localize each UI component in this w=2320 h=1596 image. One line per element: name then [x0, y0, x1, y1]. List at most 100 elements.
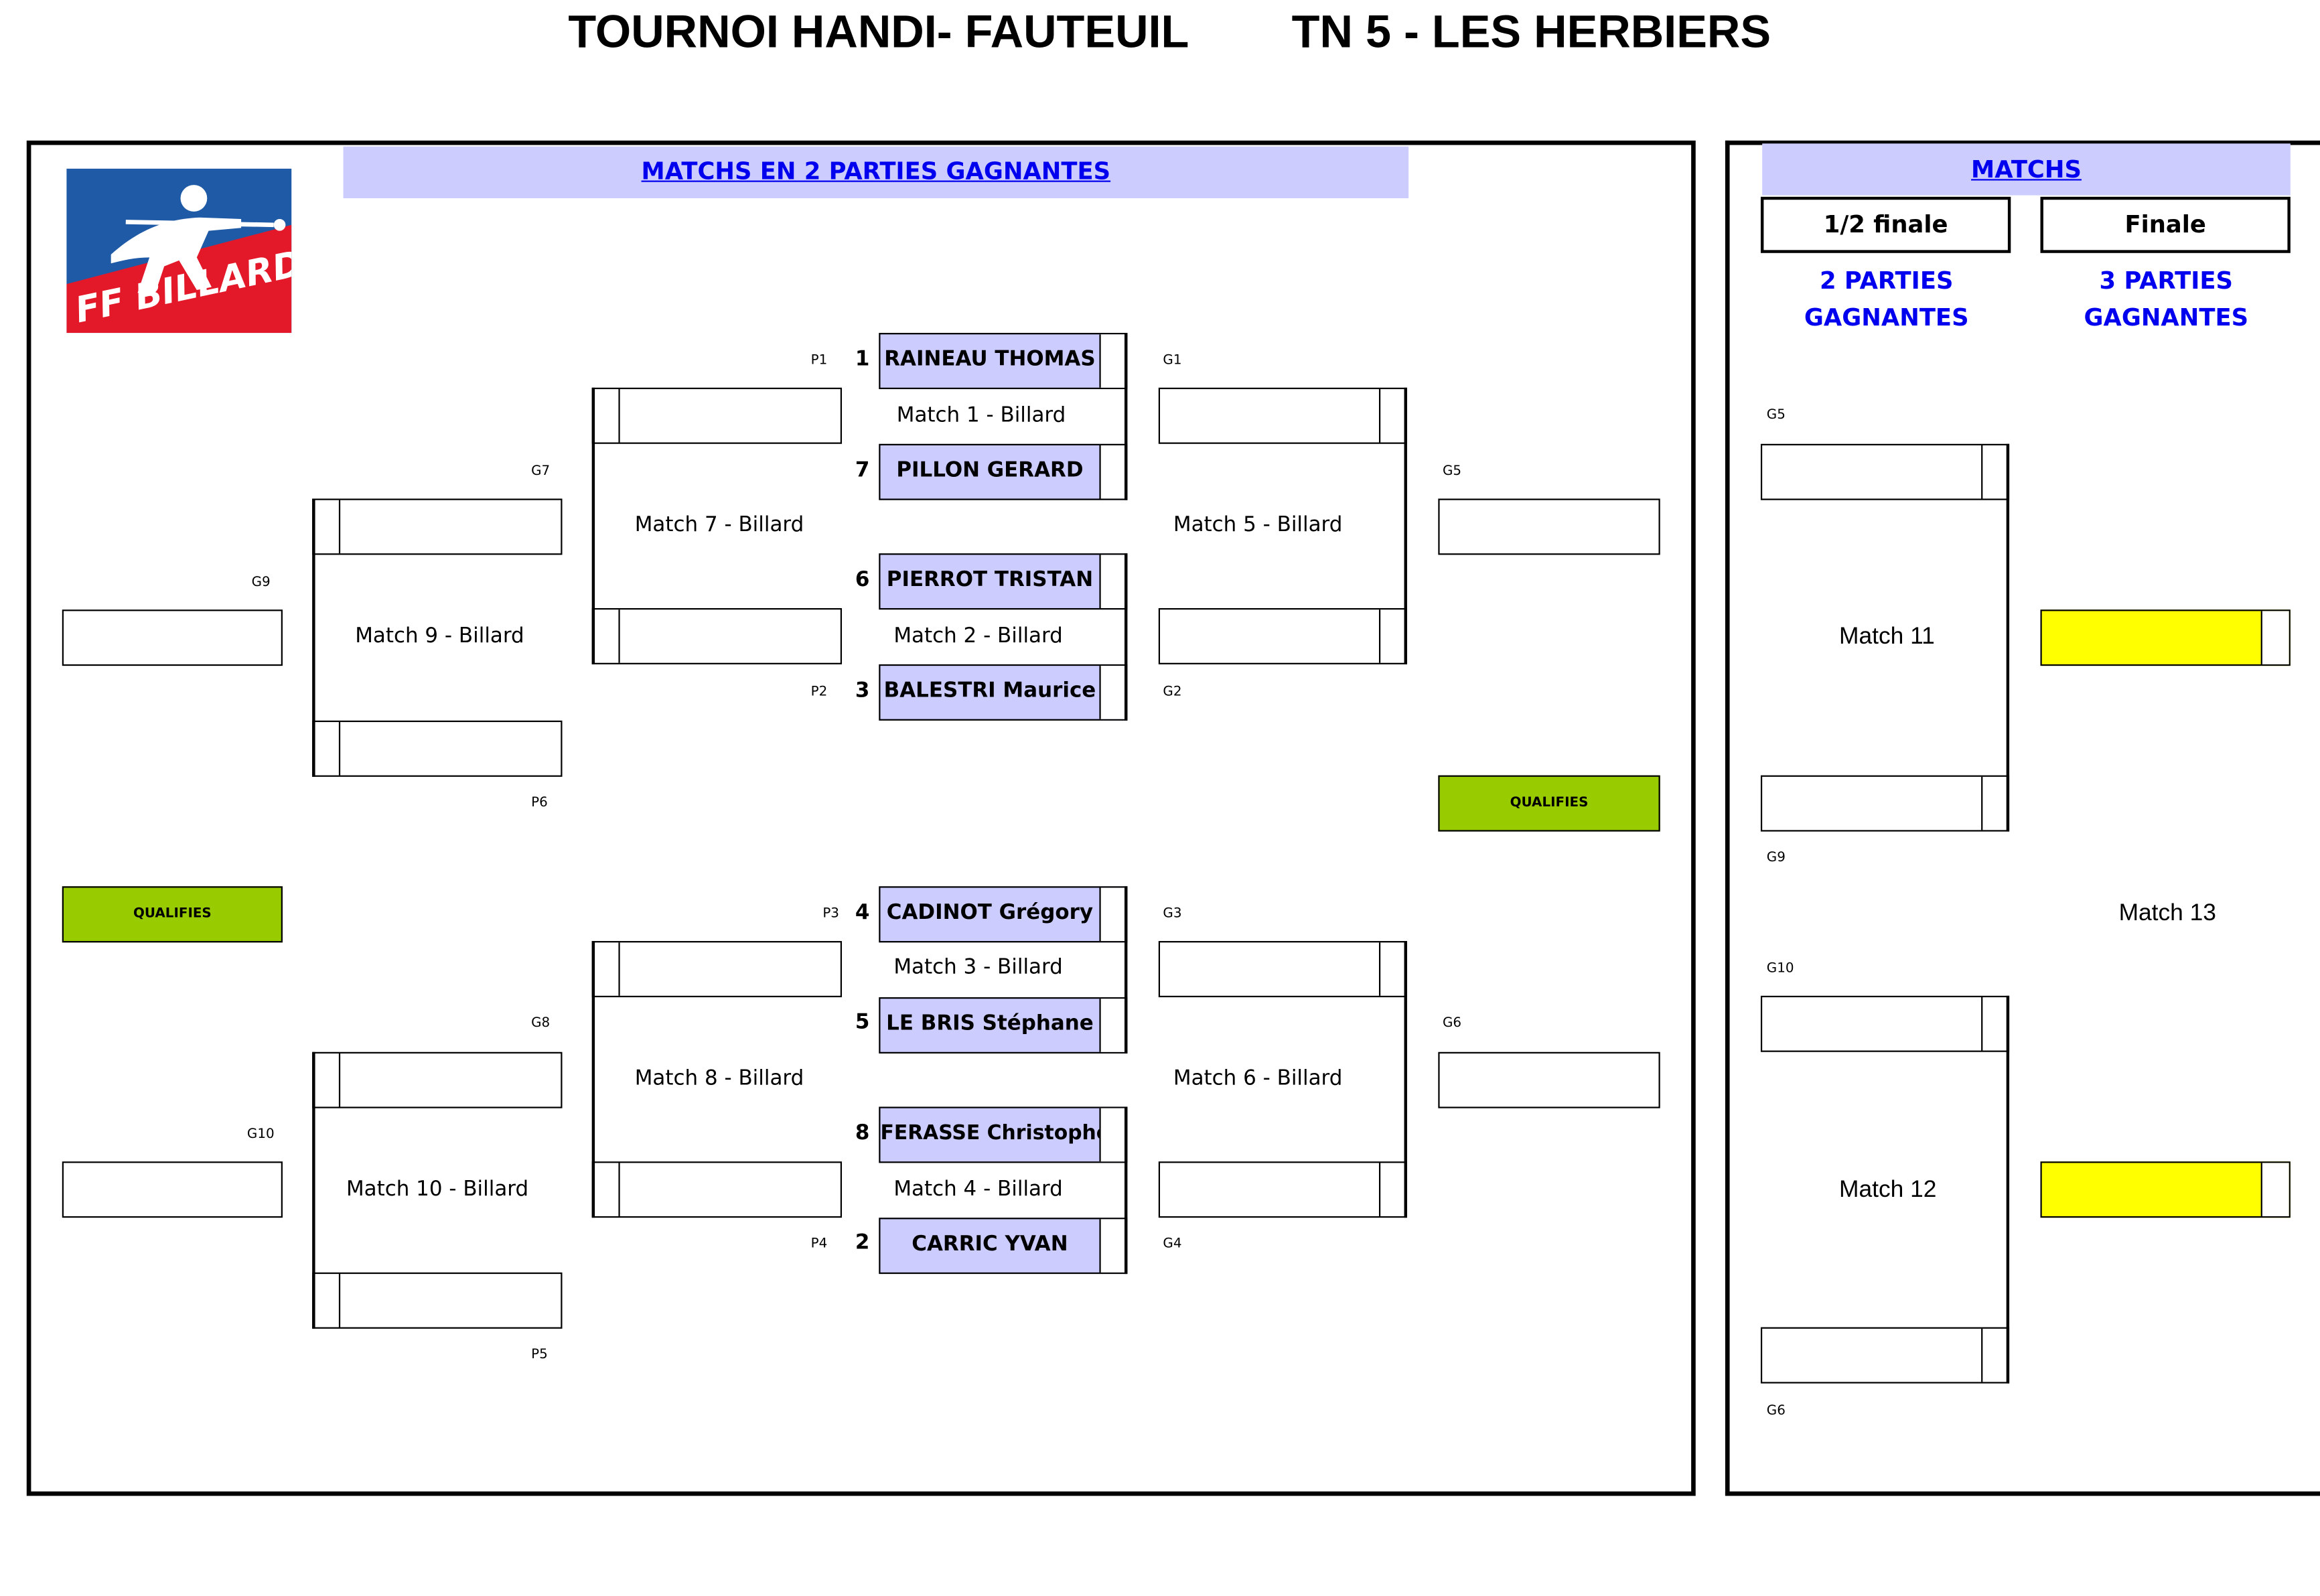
bracket-line [2006, 995, 2010, 1384]
match-8-label: Match 8 - Billard [634, 1066, 804, 1091]
match-3-label: Match 3 - Billard [893, 956, 1063, 980]
match-5-label: Match 5 - Billard [1173, 513, 1343, 537]
score-cell[interactable] [1981, 1328, 2008, 1382]
match-8-slot-b[interactable] [591, 1161, 843, 1218]
score-cell[interactable] [2260, 1163, 2289, 1216]
match-8-slot-a[interactable] [591, 941, 843, 998]
score-cell[interactable] [1099, 445, 1127, 499]
match-12-slot-a[interactable] [1760, 995, 2010, 1052]
score-cell[interactable] [2260, 611, 2289, 664]
match-5-slot-b[interactable] [1158, 607, 1407, 664]
player-name: LE BRIS Stéphane [886, 1012, 1094, 1036]
score-cell[interactable] [1099, 555, 1127, 608]
semi-rule: 2 PARTIES GAGNANTES [1775, 262, 1997, 336]
bracket-line [591, 387, 595, 664]
ffbillard-logo: FF BILLARD [66, 168, 306, 334]
match-9-slot-a[interactable] [312, 498, 563, 555]
score-cell[interactable] [1099, 887, 1127, 942]
score-cell[interactable] [1099, 334, 1127, 388]
score-cell[interactable] [1099, 666, 1127, 719]
tag-g8: G8 [531, 1016, 551, 1031]
player-name: RAINEAU THOMAS [884, 348, 1096, 372]
tag-g9: G9 [251, 575, 271, 591]
match-10-label: Match 10 - Billard [346, 1177, 529, 1202]
winner-g9-slot[interactable] [62, 609, 283, 666]
score-cell[interactable] [1378, 389, 1406, 443]
match-4-label: Match 4 - Billard [893, 1177, 1063, 1202]
final-rule: 3 PARTIES GAGNANTES [2055, 262, 2277, 336]
match-10-slot-a[interactable] [312, 1051, 563, 1108]
match-13-label: Match 13 [2118, 901, 2216, 926]
player-name: BALESTRI Maurice [883, 679, 1096, 703]
player-balestri-maurice[interactable]: BALESTRI Maurice [879, 664, 1128, 721]
match-10-slot-b[interactable] [312, 1272, 563, 1329]
score-cell[interactable] [593, 389, 620, 443]
semi-final-tab: 1/2 finale [1760, 196, 2011, 253]
match-5-slot-a[interactable] [1158, 387, 1407, 444]
score-cell[interactable] [1099, 1108, 1127, 1162]
match-1-label: Match 1 - Billard [896, 404, 1066, 428]
seed-4: 4 [855, 901, 870, 925]
score-cell[interactable] [593, 942, 620, 996]
tag-g7: G7 [531, 464, 551, 480]
match-11-slot-b[interactable] [1760, 775, 2010, 832]
seed-2: 2 [855, 1231, 870, 1255]
player-name: PIERROT TRISTAN [886, 568, 1094, 592]
match-9-slot-b[interactable] [312, 720, 563, 777]
bracket-line [1124, 886, 1128, 1054]
match-12-slot-b[interactable] [1760, 1327, 2010, 1384]
match-6-label: Match 6 - Billard [1173, 1066, 1343, 1091]
score-cell[interactable] [1378, 1163, 1406, 1216]
winner-g6-slot[interactable] [1438, 1051, 1660, 1108]
bracket-line [1124, 553, 1128, 721]
score-cell[interactable] [1981, 776, 2008, 830]
score-cell[interactable] [313, 1274, 341, 1327]
final-slot-a[interactable] [2040, 609, 2291, 666]
final-rule-line2: GAGNANTES [2084, 303, 2249, 332]
tournament-title: TOURNOI HANDI- FAUTEUIL [568, 5, 1189, 58]
match-11-slot-a[interactable] [1760, 443, 2010, 500]
bracket-line [1404, 387, 1407, 664]
player-pierrot-tristan[interactable]: PIERROT TRISTAN [879, 553, 1128, 610]
match-7-slot-a[interactable] [591, 387, 843, 444]
match-7-slot-b[interactable] [591, 607, 843, 664]
semi-rule-line1: 2 PARTIES [1820, 266, 1954, 295]
player-ferasse-christophe[interactable]: FERASSE Christophe [879, 1106, 1128, 1163]
score-cell[interactable] [1099, 1219, 1127, 1273]
tag-g5: G5 [1442, 464, 1462, 480]
semi-rule-line2: GAGNANTES [1804, 303, 1969, 332]
score-cell[interactable] [1099, 999, 1127, 1052]
player-le-bris-stephane[interactable]: LE BRIS Stéphane [879, 997, 1128, 1054]
score-cell[interactable] [593, 1163, 620, 1216]
score-cell[interactable] [1981, 997, 2008, 1051]
tag-g10: G10 [246, 1127, 275, 1143]
score-cell[interactable] [1378, 609, 1406, 663]
tag-g1: G1 [1163, 353, 1182, 369]
score-cell[interactable] [313, 500, 341, 554]
main-bracket-frame [26, 140, 1696, 1496]
player-carric-yvan[interactable]: CARRIC YVAN [879, 1218, 1128, 1275]
final-rule-line1: 3 PARTIES [2099, 266, 2233, 295]
score-cell[interactable] [313, 722, 341, 776]
match-2-label: Match 2 - Billard [893, 624, 1063, 648]
player-raineau-thomas[interactable]: RAINEAU THOMAS [879, 333, 1128, 390]
score-cell[interactable] [313, 1053, 341, 1107]
tag-p2: P2 [810, 684, 828, 700]
player-cadinot-gregory[interactable]: CADINOT Grégory [879, 886, 1128, 943]
seed-8: 8 [855, 1121, 870, 1145]
match-6-slot-b[interactable] [1158, 1161, 1407, 1218]
score-cell[interactable] [593, 609, 620, 663]
bracket-line [312, 498, 315, 777]
bracket-line [2006, 443, 2010, 832]
player-pillon-gerard[interactable]: PILLON GERARD [879, 443, 1128, 500]
tag-semi-g9: G9 [1766, 851, 1786, 866]
bracket-line [591, 941, 595, 1218]
bracket-line [1404, 941, 1407, 1218]
winner-g10-slot[interactable] [62, 1161, 283, 1218]
match-7-label: Match 7 - Billard [634, 513, 804, 537]
score-cell[interactable] [1378, 942, 1406, 996]
final-slot-b[interactable] [2040, 1161, 2291, 1218]
winner-g5-slot[interactable] [1438, 498, 1660, 555]
match-6-slot-a[interactable] [1158, 941, 1407, 998]
score-cell[interactable] [1981, 445, 2008, 499]
